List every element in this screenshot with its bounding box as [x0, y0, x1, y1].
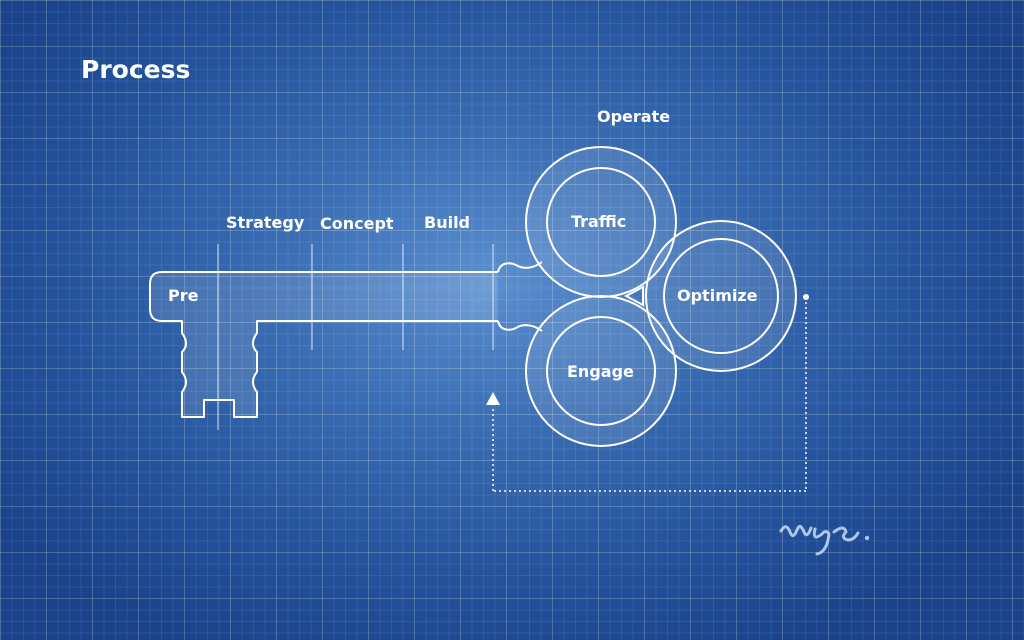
- signature-dot: [864, 535, 870, 541]
- stage-label-strategy: Strategy: [226, 213, 305, 232]
- signature-mark: [779, 525, 860, 556]
- stage-label-pre: Pre: [168, 286, 199, 305]
- loop-start-dot: [803, 294, 809, 300]
- traffic-circle: [546, 167, 656, 277]
- stage-label-build: Build: [424, 213, 471, 232]
- loop-arrowhead: [486, 392, 500, 405]
- operate-label-traffic: Traffic: [571, 212, 627, 231]
- optimize-circle: [663, 238, 779, 354]
- key-center-notch: [623, 285, 644, 307]
- engage-circle: [546, 316, 656, 426]
- key-shaft-outline: [149, 271, 498, 418]
- operate-label-engage: Engage: [567, 362, 634, 381]
- stage-label-concept: Concept: [320, 214, 394, 233]
- page-title: Process: [81, 55, 191, 84]
- bow-ring-optimize: [645, 220, 797, 372]
- operate-heading: Operate: [597, 107, 671, 126]
- key-collar: [497, 261, 543, 332]
- operate-label-optimize: Optimize: [677, 286, 758, 305]
